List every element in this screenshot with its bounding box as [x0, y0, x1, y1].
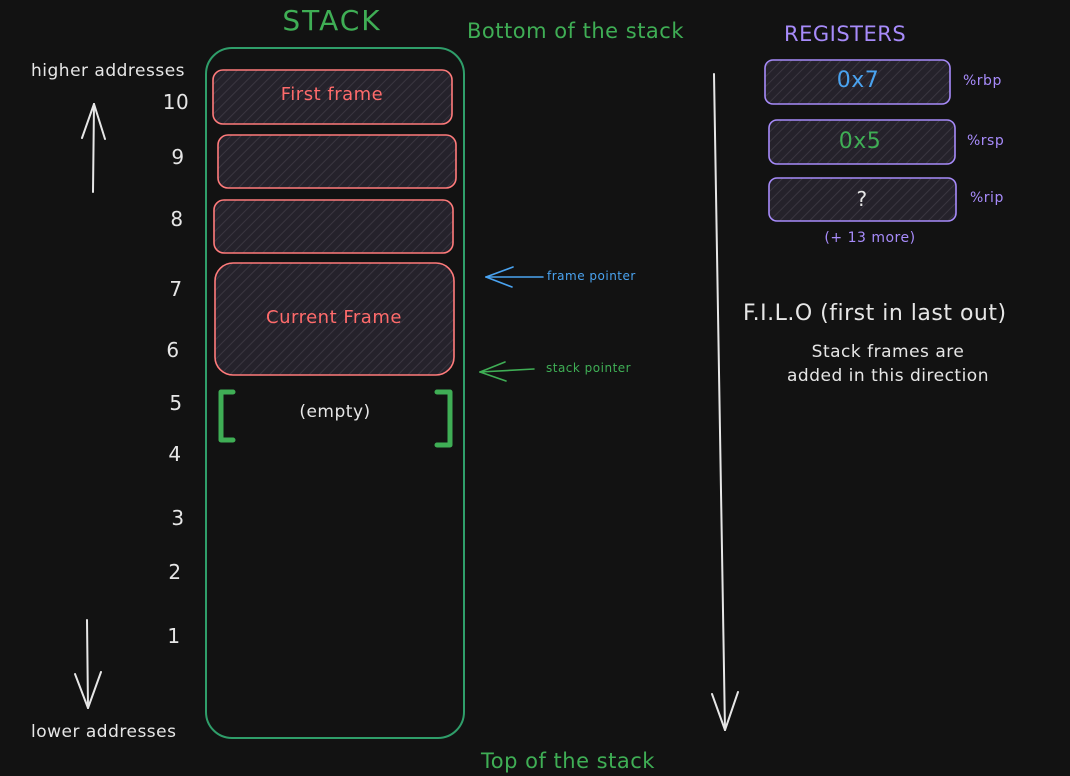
top-of-stack-label: Top of the stack	[481, 749, 655, 773]
address-number: 9	[171, 145, 185, 169]
bottom-of-stack-label: Bottom of the stack	[467, 19, 685, 43]
frame-pointer-arrow-icon	[485, 266, 544, 288]
empty-bracket-right	[434, 389, 453, 448]
empty-bracket-left	[218, 389, 236, 443]
empty-slot-label: (empty)	[299, 402, 371, 422]
address-number: 7	[169, 277, 183, 301]
address-number: 2	[168, 560, 182, 584]
direction-arrow-icon	[711, 73, 739, 731]
stack-frame-2	[217, 134, 457, 189]
higher-addresses-label: higher addresses	[31, 61, 186, 81]
address-number: 5	[169, 391, 183, 415]
register-value-rip: ?	[856, 187, 868, 211]
stack-frame-3	[213, 199, 454, 254]
register-value-rsp: 0x5	[838, 129, 882, 154]
stack-pointer-label: stack pointer	[546, 361, 632, 375]
register-value-rbp: 0x7	[836, 68, 880, 93]
register-name-rsp: %rsp	[967, 133, 1005, 149]
address-number: 1	[167, 624, 181, 648]
address-number: 8	[170, 207, 184, 231]
address-number: 10	[162, 90, 190, 114]
register-box-rsp	[768, 119, 956, 165]
up-arrow-icon	[81, 103, 106, 193]
register-box-rbp	[764, 59, 951, 105]
address-number: 6	[166, 338, 180, 362]
register-name-rbp: %rbp	[963, 73, 1002, 89]
registers-more-label: (+ 13 more)	[824, 230, 916, 246]
first-frame-label: First frame	[280, 84, 384, 105]
filo-note: F.I.L.O (first in last out)	[743, 301, 1007, 326]
stack-title: STACK	[282, 4, 382, 37]
direction-note-line1: Stack frames are	[811, 342, 965, 362]
address-number: 3	[171, 506, 185, 530]
register-name-rip: %rip	[970, 190, 1004, 206]
lower-addresses-label: lower addresses	[31, 722, 177, 742]
stack-container	[205, 47, 465, 739]
stack-frame-current	[214, 262, 455, 376]
stack-frame-first	[212, 69, 453, 125]
down-arrow-icon	[74, 619, 102, 709]
register-box-rip	[768, 177, 957, 222]
registers-title: REGISTERS	[784, 22, 907, 46]
direction-note-line2: added in this direction	[787, 366, 989, 386]
stack-pointer-arrow-icon	[479, 361, 535, 382]
address-number: 4	[168, 442, 182, 466]
current-frame-label: Current Frame	[266, 307, 402, 328]
frame-pointer-label: frame pointer	[547, 269, 636, 283]
